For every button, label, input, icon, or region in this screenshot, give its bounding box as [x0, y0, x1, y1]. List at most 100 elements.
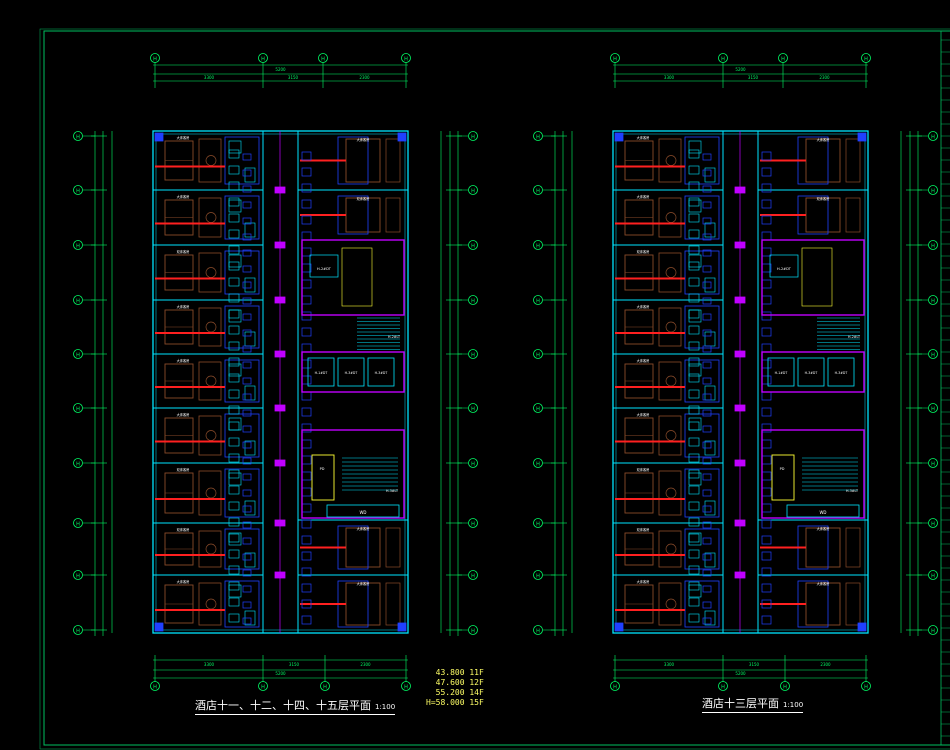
- dim-text-bottom-total: 5200: [275, 671, 286, 676]
- bathroom: [684, 468, 720, 518]
- duct: [242, 537, 252, 545]
- axis-bubble-circle: [150, 681, 160, 691]
- corner-column: [857, 622, 867, 632]
- duct: [301, 151, 312, 161]
- nightstand: [845, 527, 861, 568]
- axis-bubble-top: H: [861, 53, 871, 63]
- axis-bubble-letter: H: [536, 134, 540, 140]
- plan-outline-inner: [155, 133, 406, 631]
- lift-car: [769, 254, 799, 278]
- door-frame: [688, 501, 700, 511]
- elevation-12f: 47.600 12F: [435, 678, 484, 687]
- duct: [301, 167, 312, 177]
- room-label: 大床客房: [637, 135, 650, 140]
- duct: [242, 313, 252, 321]
- door-frame: [688, 277, 700, 287]
- furniture: [198, 470, 222, 516]
- wd-label: WD: [359, 510, 366, 515]
- duct: [702, 265, 712, 273]
- door-frame: [228, 213, 240, 223]
- nightstand: [845, 138, 861, 183]
- duct: [242, 377, 252, 385]
- axis-bubble-circle: [610, 53, 620, 63]
- corner-column: [857, 132, 867, 142]
- axis-bubble-bottom: H: [150, 681, 160, 691]
- axis-bubble-side: H: [533, 185, 543, 195]
- bathroom: [684, 359, 720, 403]
- axis-bubble-letter: H: [471, 461, 475, 467]
- axis-bubble-letter: H: [536, 298, 540, 304]
- axis-bubble-letter: H: [153, 56, 157, 62]
- axis-bubble-side: H: [928, 295, 938, 305]
- elevator-car: [827, 357, 855, 387]
- axis-bubble-letter: H: [471, 298, 475, 304]
- elevator-label: H-3#DT: [345, 371, 358, 375]
- axis-bubble-circle: [861, 681, 871, 691]
- duct: [242, 281, 252, 289]
- title-block-strip: [940, 31, 950, 745]
- axis-bubble-letter: H: [76, 188, 80, 194]
- bathroom: [684, 528, 720, 570]
- duct: [242, 153, 252, 161]
- axis-bubble-top: H: [401, 53, 411, 63]
- fixture: [688, 140, 702, 154]
- column: [734, 571, 746, 579]
- axis-bubble-side: H: [533, 349, 543, 359]
- bathroom: [684, 195, 720, 240]
- axis-bubble-circle: [73, 458, 83, 468]
- axis-bubble-letter: H: [76, 352, 80, 358]
- axis-bubble-letter: H: [76, 243, 80, 249]
- duct: [301, 599, 312, 609]
- axis-bubble-side: H: [928, 625, 938, 635]
- core-shaft-lower: [301, 429, 405, 519]
- corner-column: [154, 132, 164, 142]
- axis-bubble-letter: H: [471, 521, 475, 527]
- door-frame: [228, 293, 240, 303]
- room-label: 大床客房: [177, 135, 190, 140]
- door-frame: [228, 229, 240, 239]
- door-frame: [228, 581, 240, 591]
- duct: [702, 489, 712, 497]
- axis-bubble-side: H: [73, 349, 83, 359]
- elevator-bank: [301, 351, 405, 393]
- axis-bubble-circle: [718, 53, 728, 63]
- door-frame: [228, 389, 240, 399]
- duct: [761, 567, 772, 577]
- door-frame: [688, 309, 700, 319]
- axis-bubble-letter: H: [721, 684, 725, 690]
- sheet-border: [43, 30, 950, 746]
- door-frame: [228, 597, 240, 607]
- duct: [242, 297, 252, 305]
- axis-bubble-letter: H: [471, 188, 475, 194]
- stair-label: H-3#LT: [846, 489, 859, 493]
- nightstand: [845, 197, 861, 233]
- axis-bubble-circle: [610, 681, 620, 691]
- duct: [301, 423, 312, 433]
- axis-bubble-side: H: [533, 458, 543, 468]
- door-frame: [688, 293, 700, 303]
- plan-outline: [152, 130, 409, 634]
- bathroom: [224, 136, 260, 185]
- axis-bubble-top: H: [778, 53, 788, 63]
- axis-bubble-letter: H: [931, 298, 935, 304]
- axis-bubble-side: H: [73, 240, 83, 250]
- duct: [242, 601, 252, 609]
- duct: [761, 311, 772, 321]
- dim-text-top: 2300: [359, 75, 370, 80]
- door-frame: [688, 469, 700, 479]
- axis-bubble-letter: H: [931, 406, 935, 412]
- door-frame: [228, 469, 240, 479]
- door-frame: [688, 389, 700, 399]
- room-label: 大床客房: [817, 526, 830, 531]
- elevator-car: [307, 357, 335, 387]
- fixture: [688, 254, 702, 268]
- pd-shaft: [771, 454, 795, 501]
- duct: [702, 297, 712, 305]
- axis-bubble-circle: [401, 53, 411, 63]
- room-label: 大床客房: [817, 581, 830, 586]
- lift-label: H-2#DT: [317, 267, 332, 271]
- room-label: 大床客房: [637, 579, 650, 584]
- duct: [761, 615, 772, 625]
- column: [734, 404, 746, 412]
- plan-scale-left: 1:100: [375, 703, 396, 711]
